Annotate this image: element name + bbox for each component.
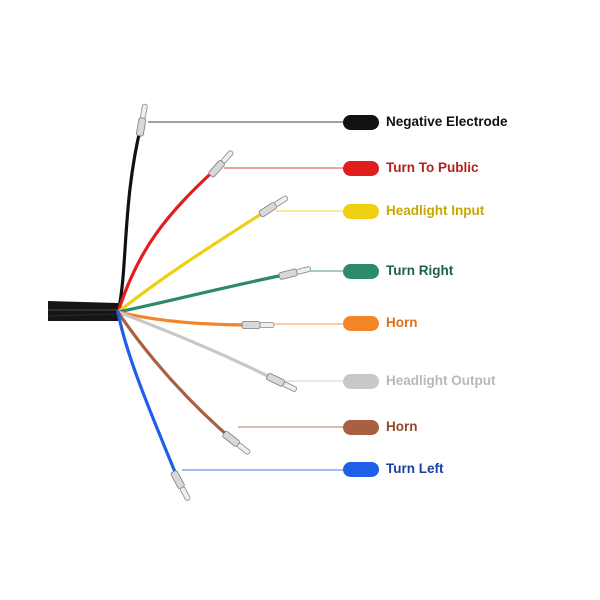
label-turn-right: Turn Right [386,263,454,278]
label-headlight-output: Headlight Output [386,373,496,388]
terminal-turn-to-public [208,150,234,178]
terminal-negative-electrode [136,103,148,137]
wire-horn-brown [116,310,237,444]
terminal-turn-left [170,470,191,501]
swatch-turn-to-public [343,161,379,176]
label-horn-orange: Horn [386,315,418,330]
terminal-horn-orange [241,321,275,329]
label-headlight-input: Headlight Input [386,203,485,218]
terminal-turn-right [278,266,312,280]
label-turn-to-public: Turn To Public [386,160,479,175]
terminal-headlight-input [258,195,289,218]
terminal-horn-brown [222,431,251,455]
wire-horn-orange [116,310,258,327]
swatch-horn-brown [343,420,379,435]
swatch-headlight-output [343,374,379,389]
wire-headlight-output [116,310,282,384]
swatch-horn-orange [343,316,379,331]
swatch-turn-left [343,462,379,477]
swatch-negative-electrode [343,115,379,130]
wire-turn-left [116,310,182,486]
swatch-turn-right [343,264,379,279]
terminal-headlight-output [266,372,297,392]
label-negative-electrode: Negative Electrode [386,114,508,129]
wire-turn-to-public [116,163,222,314]
wire-headlight-input [116,205,274,314]
swatch-headlight-input [343,204,379,219]
cable-jacket [48,301,118,321]
wire-negative-electrode [116,120,144,314]
cable-jacket-seam [47,313,119,317]
wire-turn-right [116,271,295,314]
label-turn-left: Turn Left [386,461,444,476]
label-horn-brown: Horn [386,419,418,434]
